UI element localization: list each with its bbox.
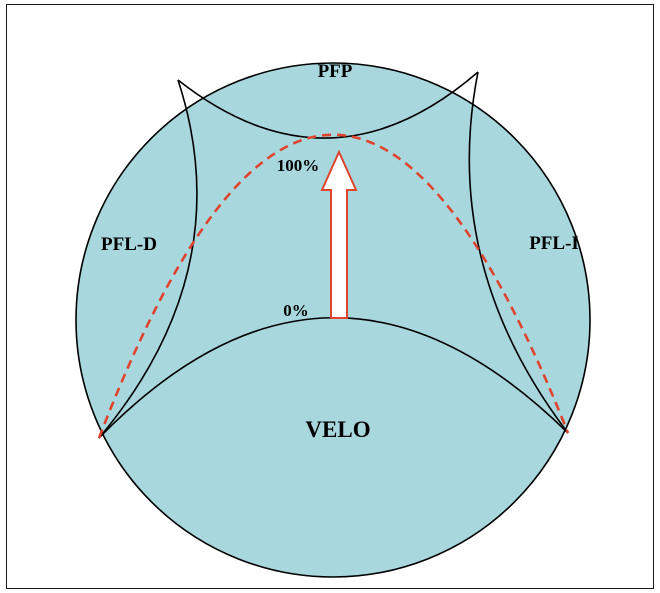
- scale-100-label: 100%: [277, 156, 320, 175]
- closure-dashed-curve: [97, 133, 570, 439]
- pfl-i-label: PFL-I: [529, 233, 579, 254]
- velo-label: VELO: [305, 417, 370, 442]
- scale-0-label: 0%: [283, 301, 309, 320]
- pfl-d-label: PFL-D: [101, 234, 157, 255]
- pfl-d-boundary: [98, 79, 198, 439]
- outer-circle: [75, 62, 591, 578]
- pfl-i-boundary: [468, 71, 569, 434]
- closure-arrow: [320, 149, 358, 319]
- pfp-boundary: [177, 71, 479, 139]
- pfp-label: PFP: [318, 61, 353, 82]
